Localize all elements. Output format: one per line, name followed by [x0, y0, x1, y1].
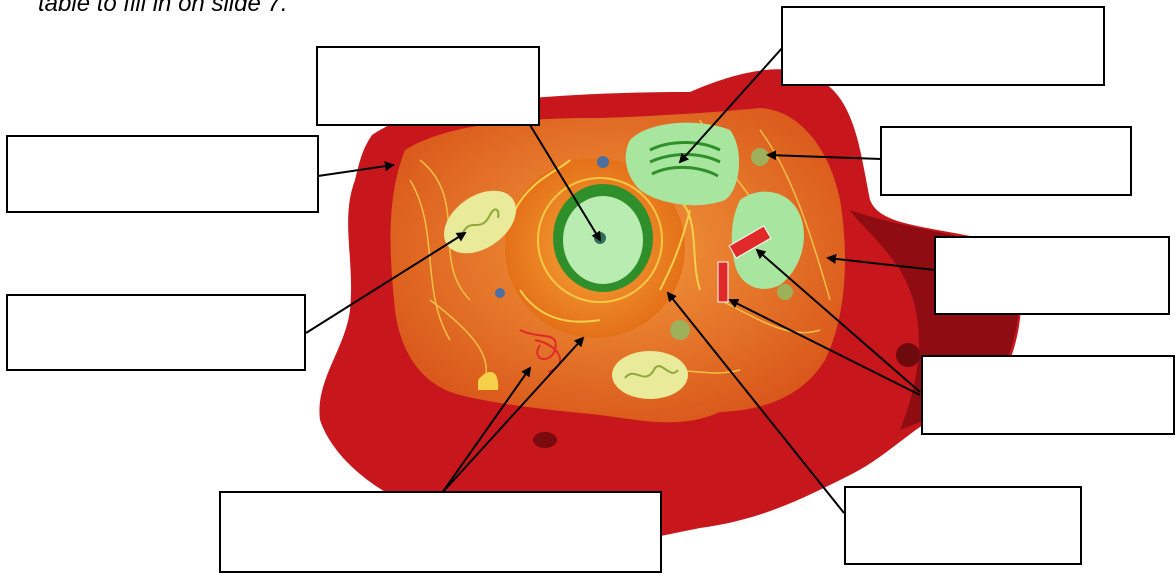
label-box-top-right[interactable]	[781, 6, 1105, 86]
label-box-right-upper[interactable]	[880, 126, 1132, 196]
label-box-left-lower[interactable]	[6, 294, 306, 371]
label-box-left-upper[interactable]	[6, 135, 319, 213]
label-box-right-lower[interactable]	[921, 355, 1175, 435]
label-box-top-centre[interactable]	[316, 46, 540, 126]
label-box-bottom-left[interactable]	[219, 491, 662, 573]
label-box-bottom-right[interactable]	[844, 486, 1082, 565]
label-box-right-middle[interactable]	[934, 236, 1170, 315]
